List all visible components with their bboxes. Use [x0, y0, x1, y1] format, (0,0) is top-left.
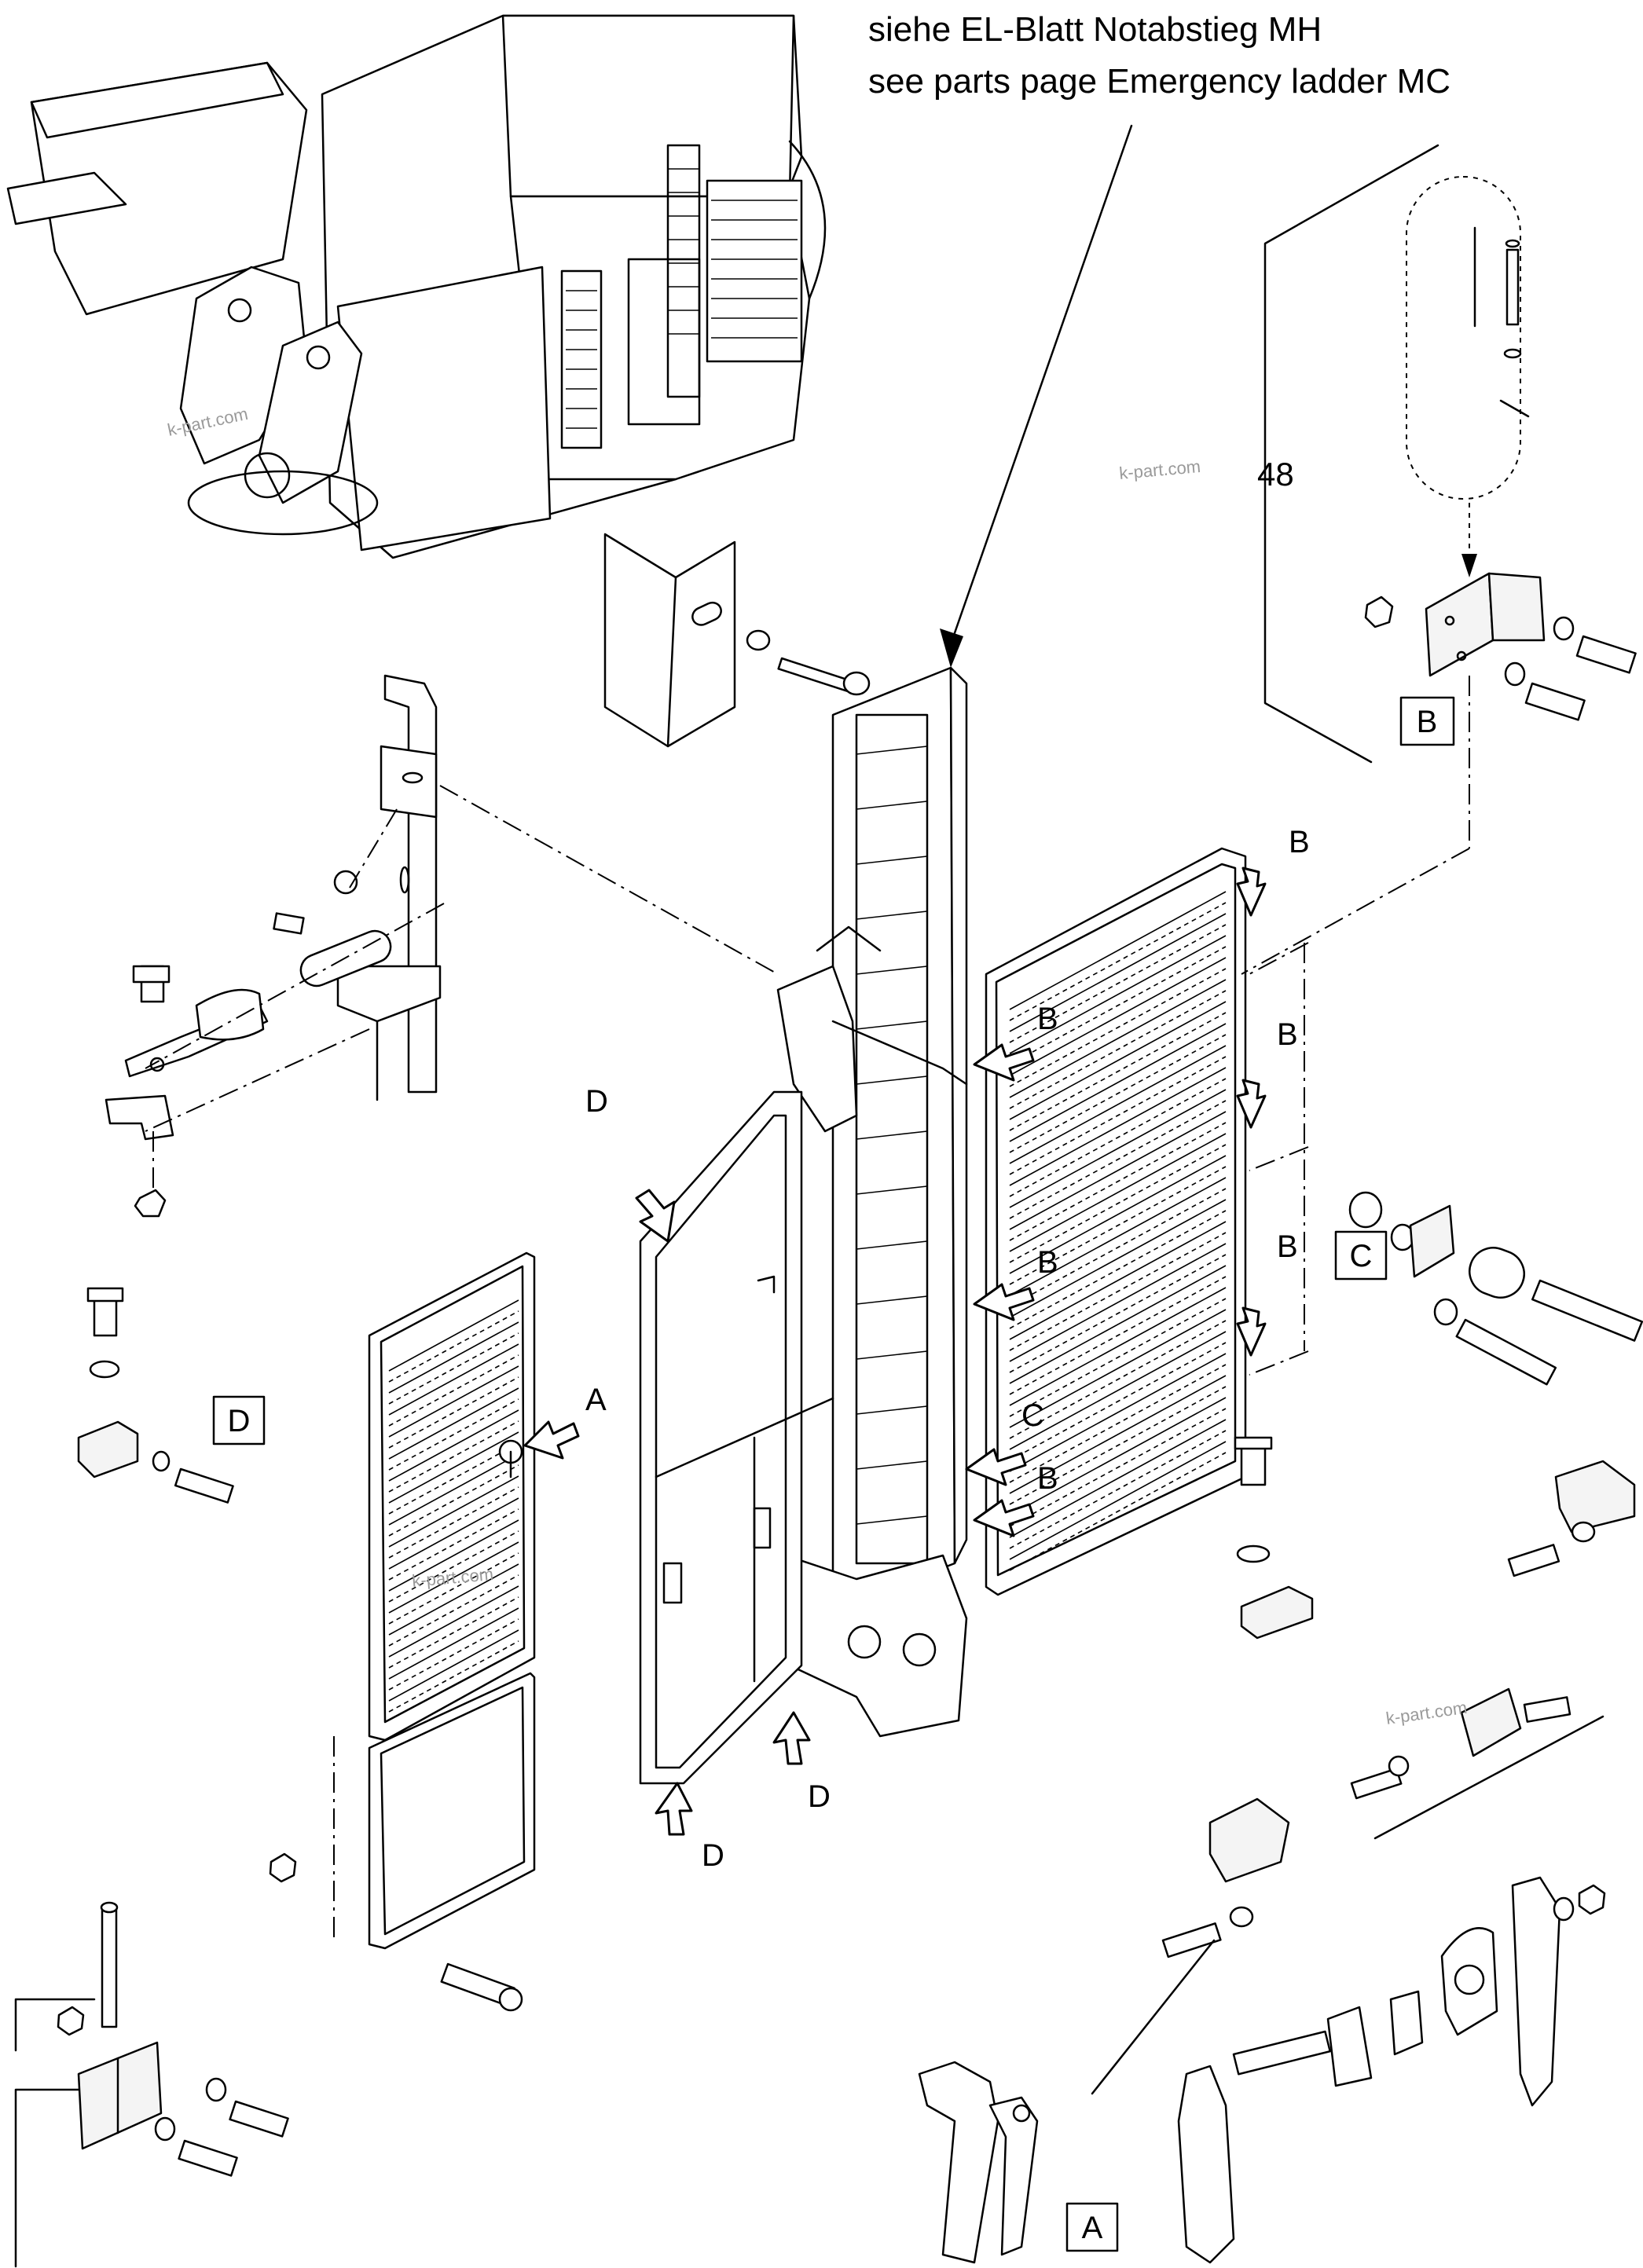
upper-bolt-with-washer	[746, 629, 871, 696]
reference-number: 48	[1257, 456, 1294, 493]
callout-b-mid-right: B	[1236, 1017, 1298, 1129]
hinge-pin-parts	[105, 870, 392, 1218]
detail-b-leader	[1241, 848, 1470, 975]
callout-b-lower-right: B	[1236, 1229, 1298, 1357]
left-hinge-bracket	[336, 674, 442, 1101]
left-grille-panel-upper	[368, 1251, 536, 1742]
detail-b-box: B	[1399, 696, 1455, 746]
svg-text:D: D	[808, 1779, 831, 1814]
machine-overview: k-part.com	[6, 14, 827, 559]
callout-b-lower-left: B	[973, 1245, 1058, 1321]
detail-d-box: D	[212, 1395, 266, 1445]
detail-d-label: D	[228, 1404, 251, 1438]
upper-angle-bracket	[603, 533, 736, 748]
bottom-left-bolts	[269, 1852, 523, 2012]
detail-c-label: C	[1350, 1239, 1373, 1273]
right-grille-slots	[1009, 891, 1227, 1571]
svg-text:B: B	[1037, 1461, 1058, 1496]
callout-b-top: B	[1236, 825, 1310, 917]
watermark-3: k-part.com	[1384, 1698, 1468, 1728]
header-line-2: see parts page Emergency ladder MC	[868, 62, 1450, 101]
callout-d-bottom-left: D	[655, 1782, 724, 1873]
detail-a-label: A	[1082, 2211, 1103, 2245]
right-small-parts: k-part.com	[1161, 1436, 1636, 1958]
callout-b-mid-left: B	[973, 1002, 1058, 1082]
detail-c-group	[1348, 1191, 1643, 1386]
left-grille-panel-lower	[368, 1672, 536, 1950]
left-grille-slots	[388, 1299, 519, 1713]
watermark-2: k-part.com	[1118, 456, 1201, 483]
svg-text:B: B	[1037, 1245, 1058, 1280]
header-line-1: siehe EL-Blatt Notabstieg MH	[868, 10, 1322, 49]
svg-text:D: D	[702, 1838, 724, 1873]
callout-d-top: D	[585, 1084, 676, 1243]
detail-c-box: C	[1334, 1230, 1388, 1281]
emergency-ladder	[776, 666, 968, 1738]
center-door-panel	[639, 1090, 834, 1785]
callout-b-bottom: B	[973, 1461, 1058, 1537]
right-panel-leaders	[1249, 942, 1309, 1376]
latch-knob-a	[498, 1439, 523, 1478]
detail-a-box: A	[1065, 2202, 1119, 2252]
detail-b-label: B	[1417, 705, 1438, 739]
detail-b-group: k-part.com	[1118, 144, 1637, 764]
callout-d-bottom-right: D	[772, 1711, 831, 1814]
detail-d-group	[77, 1287, 234, 1504]
svg-text:D: D	[585, 1084, 608, 1119]
svg-text:B: B	[1277, 1229, 1298, 1264]
detail-a-group	[918, 1715, 1606, 2264]
callout-c: C	[965, 1398, 1044, 1486]
svg-text:B: B	[1277, 1017, 1298, 1052]
left-centerlines	[145, 785, 779, 1194]
bottom-left-hinge-detail	[14, 1901, 289, 2268]
svg-text:B: B	[1289, 825, 1310, 859]
svg-text:B: B	[1037, 1002, 1058, 1036]
header-leader-arrow	[940, 124, 1133, 668]
callout-a: A	[523, 1383, 607, 1460]
svg-text:C: C	[1021, 1398, 1044, 1433]
svg-text:A: A	[585, 1383, 607, 1417]
